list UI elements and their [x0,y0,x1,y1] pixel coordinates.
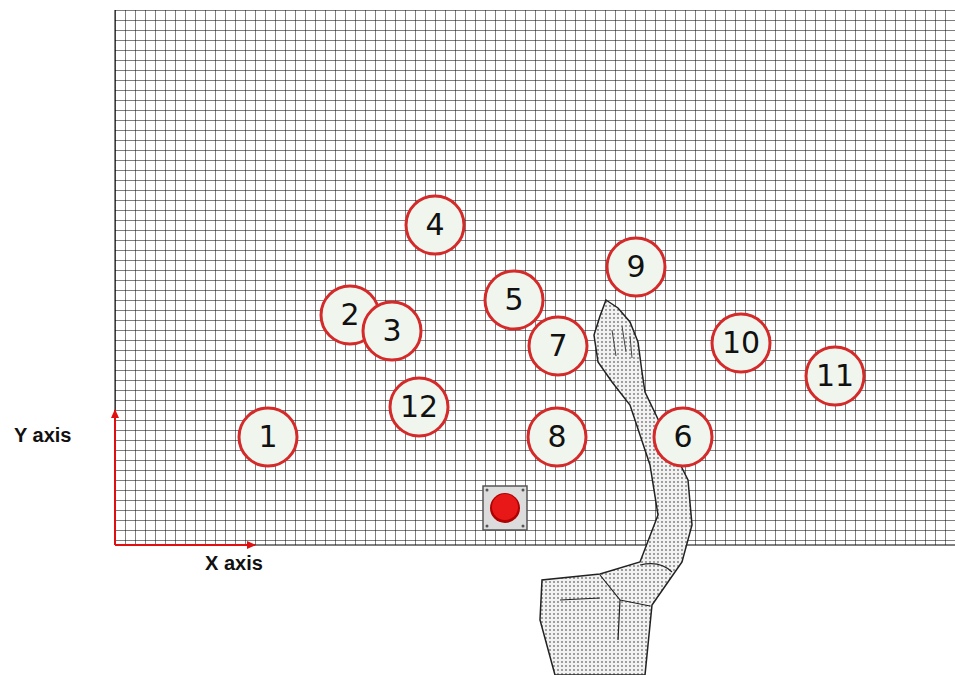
callout-number: 3 [382,316,401,346]
push-button [483,486,527,530]
circle-text-wrap: 11 [804,345,866,407]
grid [115,10,955,545]
number-circle: 9 [605,236,667,298]
callout-number: 6 [673,422,692,452]
circle-text-wrap: 6 [652,406,714,468]
number-circle: 6 [652,406,714,468]
circle-text-wrap: 1 [237,406,299,468]
circle-text-wrap: 7 [527,315,589,377]
number-circle: 4 [404,194,466,256]
number-circle: 5 [483,269,545,331]
number-circle: 3 [361,300,423,362]
callout-number: 10 [722,328,760,358]
circle-text-wrap: 10 [710,312,772,374]
callout-number: 9 [626,252,645,282]
callout-number: 8 [547,422,566,452]
number-circle: 1 [237,406,299,468]
callout-number: 11 [816,361,854,391]
circle-text-wrap: 12 [388,376,450,438]
circle-text-wrap: 9 [605,236,667,298]
number-circle: 12 [388,376,450,438]
axis-label: X axis [205,552,263,575]
number-circle: 11 [804,345,866,407]
number-circle: 7 [527,315,589,377]
y-axis-arrow [114,410,116,545]
circle-text-wrap: 5 [483,269,545,331]
callout-number: 7 [548,331,567,361]
circle-text-wrap: 4 [404,194,466,256]
arm-illustration [540,300,692,675]
x-axis-arrow [115,544,255,546]
circle-text-wrap: 3 [361,300,423,362]
number-circle: 10 [710,312,772,374]
axis-label: Y axis [14,424,71,447]
callout-number: 12 [400,392,438,422]
callout-number: 5 [504,285,523,315]
number-circle: 8 [526,406,588,468]
callout-number: 1 [258,422,277,452]
callout-number: 4 [425,210,444,240]
circle-text-wrap: 8 [526,406,588,468]
callout-number: 2 [340,300,359,330]
